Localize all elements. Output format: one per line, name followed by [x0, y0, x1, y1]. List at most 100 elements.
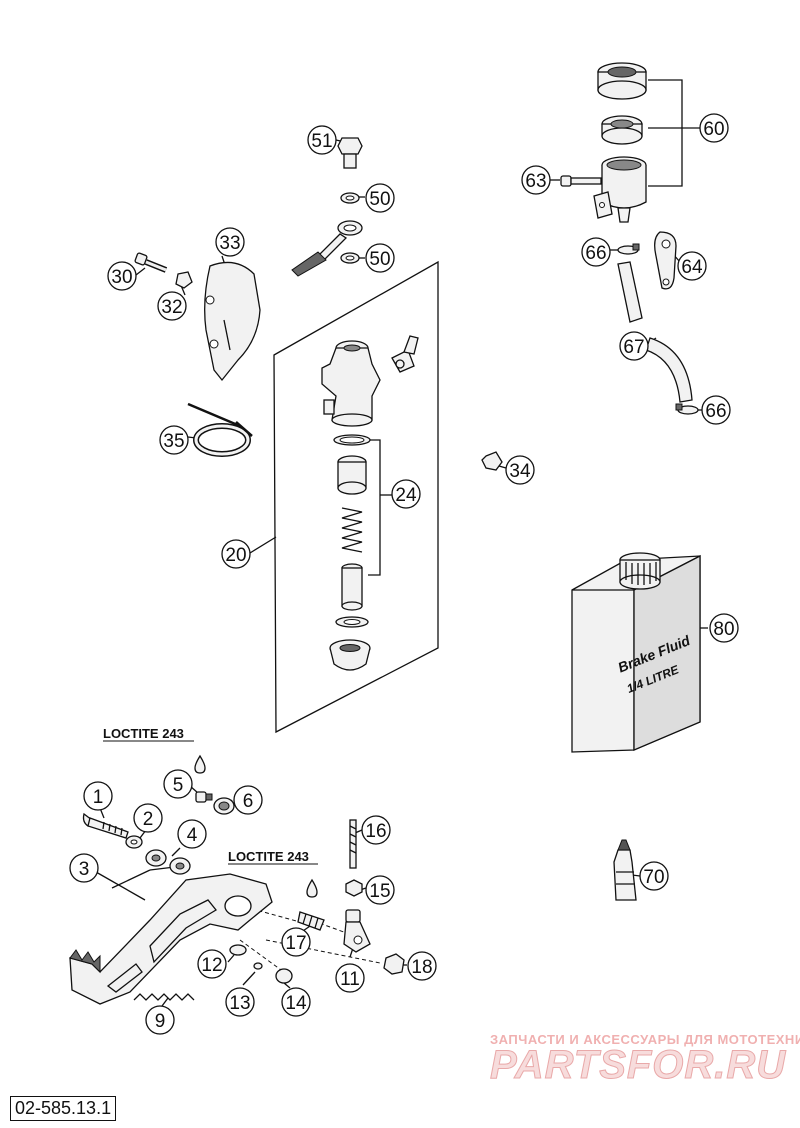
callout-circle [361, 815, 391, 845]
callout-number: 18 [411, 957, 432, 978]
reservoir-cap [597, 62, 647, 100]
hose-clamp-66-top [617, 243, 640, 255]
callout-number: 80 [713, 619, 734, 640]
fluid-tube-70 [613, 839, 637, 901]
callout-c15: 15 [365, 875, 395, 905]
bearing-4b [169, 857, 191, 875]
spring-9 [133, 993, 195, 1001]
callout-c33: 33 [215, 227, 245, 257]
callout-number: 15 [369, 881, 390, 902]
callout-c20: 20 [221, 539, 251, 569]
callout-circle [159, 425, 189, 455]
callout-circle [365, 183, 395, 213]
callout-number: 16 [365, 821, 386, 842]
callout-c13: 13 [225, 987, 255, 1017]
callout-c34: 34 [505, 455, 535, 485]
callout-circle [215, 227, 245, 257]
callout-number: 24 [395, 485, 417, 506]
callout-circle [521, 165, 551, 195]
callout-circle [163, 769, 193, 799]
watermark-tagline: ЗАПЧАСТИ И АКСЕССУАРЫ ДЛЯ МОТОТЕХНИКИ [490, 1032, 800, 1047]
callout-circle [639, 861, 669, 891]
bracket-64 [654, 231, 677, 290]
callout-c2: 2 [133, 803, 163, 833]
callout-number: 50 [369, 189, 390, 210]
callout-circle [145, 1005, 175, 1035]
washer-12 [229, 944, 247, 956]
callout-circle [307, 125, 337, 155]
callout-c18: 18 [407, 951, 437, 981]
brake-pedal-3 [69, 873, 273, 1005]
hose-clamp-66-bottom [675, 403, 699, 415]
callout-circle [619, 331, 649, 361]
callout-c9: 9 [145, 1005, 175, 1035]
nut-15 [345, 879, 363, 897]
callout-c64: 64 [677, 251, 707, 281]
callout-circle [365, 243, 395, 273]
callout-number: 5 [173, 775, 184, 796]
callout-c70: 70 [639, 861, 669, 891]
callout-circle [709, 613, 739, 643]
callout-c1: 1 [83, 781, 113, 811]
callout-circle [505, 455, 535, 485]
callout-c66a: 66 [581, 237, 611, 267]
callout-number: 51 [311, 131, 332, 152]
callout-circle [281, 927, 311, 957]
callout-c66b: 66 [701, 395, 731, 425]
reservoir-body [593, 156, 647, 223]
callout-circle [221, 539, 251, 569]
callout-circle [225, 987, 255, 1017]
callout-c4: 4 [177, 819, 207, 849]
callout-circle [83, 781, 113, 811]
callout-number: 14 [285, 993, 307, 1014]
callout-number: 17 [285, 933, 306, 954]
piston-kit-24 [329, 434, 371, 671]
callout-c32: 32 [157, 291, 187, 321]
callout-number: 64 [681, 257, 703, 278]
nut-14 [275, 968, 293, 984]
rod-16 [349, 819, 357, 869]
brake-fluid-can: Brake Fluid 1/4 LITRE [571, 552, 701, 753]
callout-c17: 17 [281, 927, 311, 957]
callout-number: 50 [369, 249, 390, 270]
callout-circle [391, 479, 421, 509]
screw-5 [195, 791, 213, 803]
callout-number: 13 [229, 993, 250, 1014]
callout-number: 4 [187, 825, 198, 846]
diagram-code: 02-585.13.1 [10, 1096, 117, 1121]
callout-number: 66 [585, 243, 606, 264]
washer-50-bottom [340, 252, 360, 264]
callout-circle [365, 875, 395, 905]
loctite-note-top: LOCTITE 243 [103, 726, 184, 741]
callout-c63: 63 [521, 165, 551, 195]
callout-circle [107, 261, 137, 291]
bolt-51 [337, 137, 363, 169]
loctite-drop-top [194, 754, 206, 774]
master-cylinder-group-frame [273, 260, 439, 734]
callout-c24: 24 [391, 479, 421, 509]
callout-circle [133, 803, 163, 833]
washer-13 [253, 962, 263, 970]
bushing-6 [213, 797, 235, 815]
callout-circle [699, 113, 729, 143]
callout-number: 3 [79, 859, 90, 880]
nut-34 [481, 451, 503, 471]
callout-c5: 5 [163, 769, 193, 799]
guard-33 [204, 261, 261, 382]
callout-number: 35 [163, 431, 184, 452]
pin-17 [297, 911, 325, 931]
callout-circle [233, 785, 263, 815]
callout-c60: 60 [699, 113, 729, 143]
callout-c80: 80 [709, 613, 739, 643]
watermark-brand: PARTSFOR.RU [489, 1043, 787, 1088]
callout-number: 32 [161, 297, 182, 318]
callout-number: 60 [703, 119, 724, 140]
callout-number: 20 [225, 545, 246, 566]
washer-2 [125, 835, 143, 849]
callout-c6: 6 [233, 785, 263, 815]
callout-circle [407, 951, 437, 981]
callout-c3: 3 [69, 853, 99, 883]
callout-c50b: 50 [365, 243, 395, 273]
